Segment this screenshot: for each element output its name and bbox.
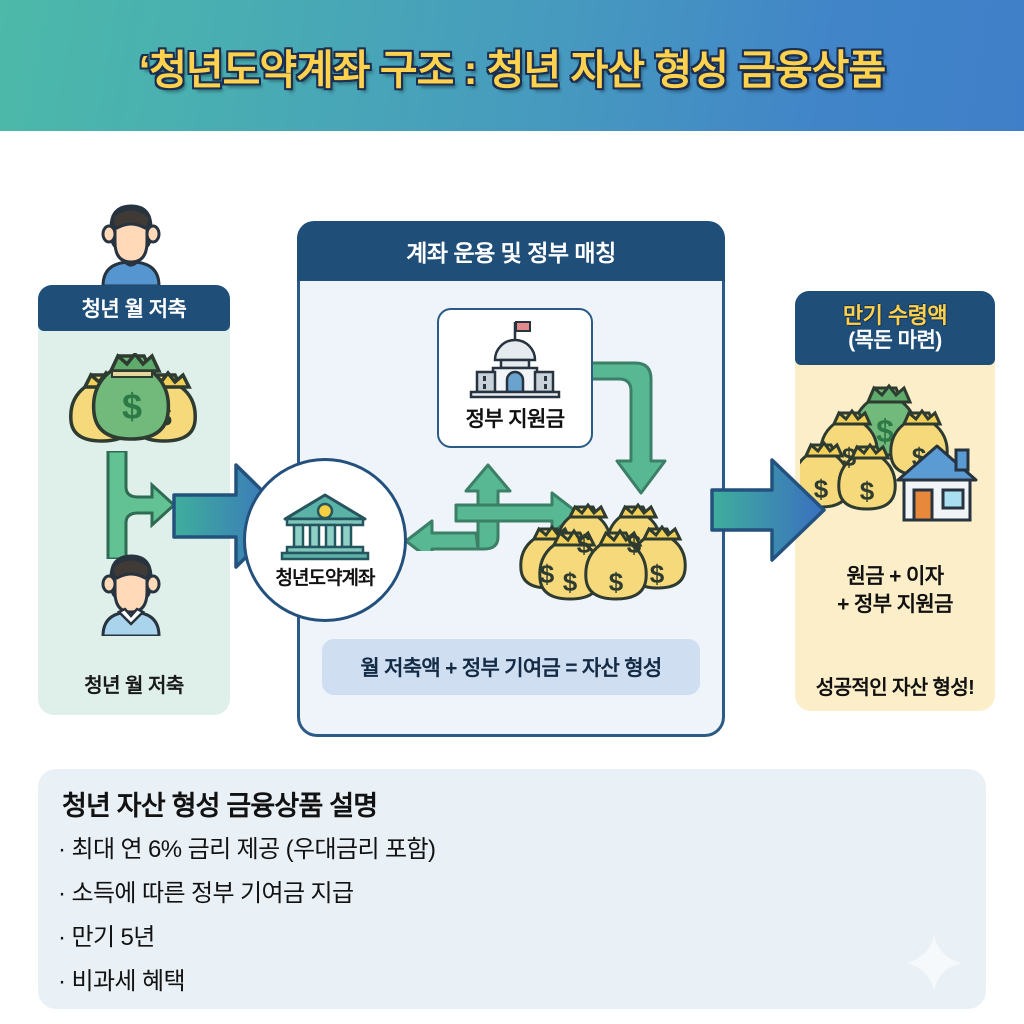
svg-text:$: $	[876, 413, 894, 449]
list-item: · 소득에 따른 정부 기여금 지급	[58, 880, 354, 907]
svg-text:$: $	[540, 559, 555, 589]
svg-text:$: $	[122, 386, 142, 427]
left-panel-caption: 청년 월 저축	[84, 675, 184, 697]
right-panel-header-line1: 만기 수령액	[842, 302, 948, 328]
right-panel-header-line2: (목돈 마련)	[848, 328, 942, 352]
diagram-stage: 청년 월 저축 $ $ $	[0, 131, 1024, 1024]
center-money-bags-icon: $$ $$ $$	[512, 501, 694, 618]
government-subsidy-card: 정부 지원금	[437, 308, 593, 448]
svg-text:$: $	[577, 529, 592, 559]
maturity-prize-icon: $ $$ $$	[791, 376, 990, 531]
svg-text:$: $	[609, 567, 624, 597]
center-panel-header-label: 계좌 운용 및 정부 매칭	[406, 240, 616, 266]
svg-text:$: $	[650, 559, 665, 589]
youth-leap-account-node: 청년도약계좌	[243, 458, 407, 622]
formula-box: 월 저축액 + 정부 기여금 = 자산 형성	[322, 639, 700, 695]
svg-text:$: $	[842, 442, 857, 472]
svg-text:$: $	[814, 474, 829, 504]
right-panel-caption: 성공적인 자산 형성!	[815, 677, 975, 699]
bank-icon	[280, 493, 370, 560]
info-box-title: 청년 자산 형성 금융상품 설명	[62, 791, 378, 821]
left-money-bags-icon: $ $ $	[55, 351, 207, 456]
list-item: · 만기 5년	[58, 924, 155, 951]
page-title: ‘청년도약계좌 구조 : 청년 자산 형성 금융상품	[138, 46, 886, 93]
government-funding-arrow-icon	[585, 359, 675, 504]
person-bottom-icon	[85, 544, 177, 641]
right-panel-body-text: 원금 + 이자 + 정부 지원금	[795, 563, 995, 618]
center-panel-header: 계좌 운용 및 정부 매칭	[297, 221, 725, 281]
formula-label: 월 저축액 + 정부 기여금 = 자산 형성	[360, 657, 662, 680]
flow-arrow-out-icon	[710, 456, 828, 569]
government-subsidy-label: 정부 지원금	[465, 408, 565, 431]
left-panel-header: 청년 월 저축	[38, 285, 230, 331]
header-band: ‘청년도약계좌 구조 : 청년 자산 형성 금융상품	[0, 0, 1024, 131]
svg-text:$: $	[563, 567, 578, 597]
list-item: · 최대 연 6% 금리 제공 (우대금리 포함)	[58, 836, 436, 863]
right-panel-header: 만기 수령액 (목돈 마련)	[795, 291, 995, 365]
right-body-line2: + 정부 지원금	[837, 592, 953, 616]
merge-arrow-icon	[98, 449, 178, 564]
person-top-icon	[85, 194, 177, 291]
list-item: · 비과세 혜택	[58, 968, 186, 995]
info-box	[38, 769, 986, 1009]
svg-text:$: $	[860, 476, 875, 506]
svg-text:$: $	[627, 529, 642, 559]
sparkle-icon	[906, 935, 962, 991]
info-box-list: · 최대 연 6% 금리 제공 (우대금리 포함) · 소득에 따른 정부 기여…	[58, 829, 436, 1005]
left-panel-header-label: 청년 월 저축	[81, 298, 187, 321]
right-body-line1: 원금 + 이자	[846, 565, 944, 588]
capitol-building-icon	[469, 321, 561, 399]
youth-leap-account-label: 청년도약계좌	[275, 567, 376, 589]
